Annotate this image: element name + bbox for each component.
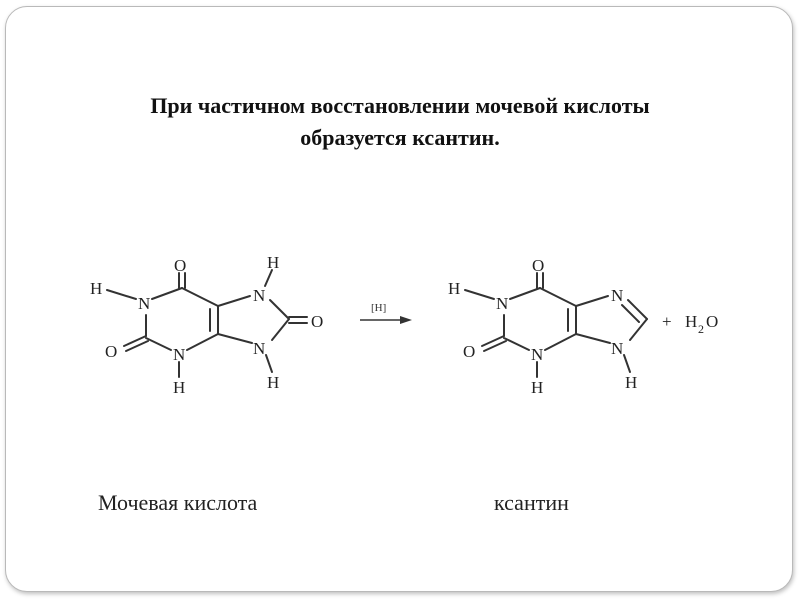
uric-atom-h3: H (173, 378, 185, 397)
xanthine-atom-n3: N (531, 345, 543, 364)
xanthine-atom-o6: O (532, 256, 544, 275)
uric-atom-o2: O (105, 342, 117, 361)
xanthine-structure: O H N O N H N N H (448, 256, 648, 397)
arrow-head-icon (400, 316, 412, 324)
uric-atom-n1: N (138, 294, 150, 313)
uric-atom-h9: H (267, 373, 279, 392)
plus-sign: + (662, 312, 672, 331)
uric-acid-structure: O H N O N H H N O N H (90, 253, 323, 397)
uric-atom-n3: N (173, 345, 185, 364)
water-o: O (706, 312, 718, 331)
uric-atom-n9: N (253, 339, 265, 358)
xanthine-atom-o2: O (463, 342, 475, 361)
xanthine-atom-h9: H (625, 373, 637, 392)
water-h: H (685, 312, 697, 331)
uric-atom-h1: H (90, 279, 102, 298)
xanthine-atom-n1: N (496, 294, 508, 313)
caption-xanthine: ксантин (494, 490, 569, 515)
reagent-label: [H] (371, 302, 386, 314)
caption-uric-acid: Мочевая кислота (98, 490, 258, 515)
uric-atom-h7: H (267, 253, 279, 272)
xanthine-atom-n9: N (611, 339, 623, 358)
uric-atom-n7: N (253, 286, 265, 305)
title-line-1: При частичном восстановлении мочевой кис… (150, 93, 650, 118)
uric-atom-o6: O (174, 256, 186, 275)
xanthine-atom-n7: N (611, 286, 623, 305)
reaction-arrow: [H] (360, 302, 412, 324)
title-line-2: образуется ксантин. (300, 125, 500, 150)
water-subscript: 2 (698, 322, 704, 336)
uric-atom-o8: O (311, 312, 323, 331)
slide-title: При частичном восстановлении мочевой кис… (0, 90, 800, 154)
xanthine-atom-h1: H (448, 279, 460, 298)
xanthine-atom-h3: H (531, 378, 543, 397)
water-product: + H 2 O (662, 312, 718, 336)
